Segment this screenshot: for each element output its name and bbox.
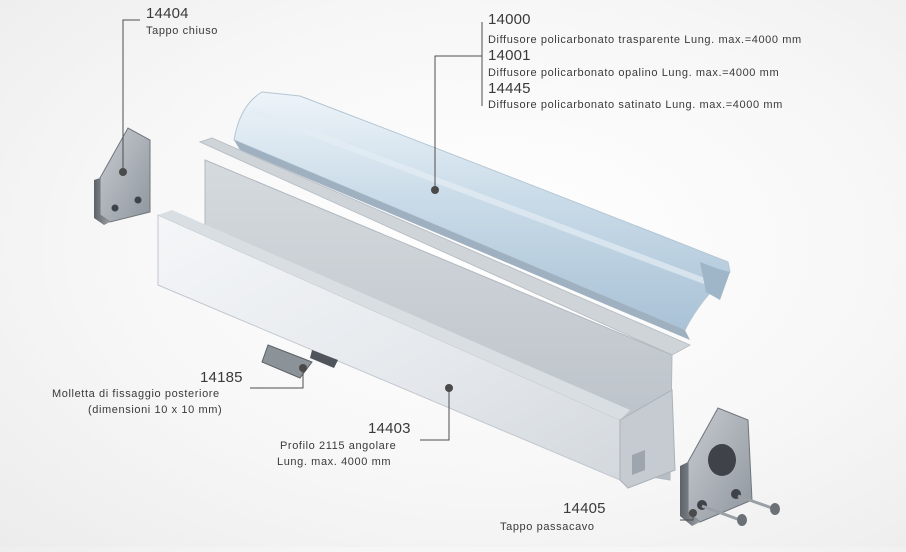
end-cap-cable xyxy=(680,407,780,526)
desc-14185-line1: Molletta di fissaggio posteriore xyxy=(52,388,220,400)
leader-14185 xyxy=(250,368,304,389)
end-cap-closed xyxy=(94,127,151,225)
leader-diffuser xyxy=(434,55,482,190)
desc-14000: Diffusore policarbonato trasparente Lung… xyxy=(488,34,802,46)
diffuser xyxy=(233,91,731,340)
desc-14403-line1: Profilo 2115 angolare xyxy=(280,440,397,452)
code-14403: 14403 xyxy=(368,420,411,437)
dot-14404 xyxy=(119,168,127,176)
dot-14185 xyxy=(299,364,307,372)
code-14405: 14405 xyxy=(563,500,606,517)
desc-14405: Tappo passacavo xyxy=(500,521,595,533)
leader-14403 xyxy=(420,388,450,441)
dot-diffuser xyxy=(431,186,439,194)
desc-14001: Diffusore policarbonato opalino Lung. ma… xyxy=(488,67,780,79)
leader-dots xyxy=(119,168,697,517)
desc-14445: Diffusore policarbonato satinato Lung. m… xyxy=(488,99,783,111)
code-14445: 14445 xyxy=(488,80,531,97)
leader-14404 xyxy=(122,19,140,172)
code-14185: 14185 xyxy=(200,369,243,386)
profile xyxy=(157,137,692,489)
leaders xyxy=(122,19,694,521)
code-14000: 14000 xyxy=(488,11,531,28)
desc-14403-line2: Lung. max. 4000 mm xyxy=(277,456,392,468)
code-14404: 14404 xyxy=(146,5,189,22)
dot-14403 xyxy=(445,384,453,392)
desc-14404: Tappo chiuso xyxy=(146,25,219,37)
dot-14405 xyxy=(689,509,697,517)
desc-14185-line2: (dimensioni 10 x 10 mm) xyxy=(88,404,223,416)
code-14001: 14001 xyxy=(488,47,531,64)
